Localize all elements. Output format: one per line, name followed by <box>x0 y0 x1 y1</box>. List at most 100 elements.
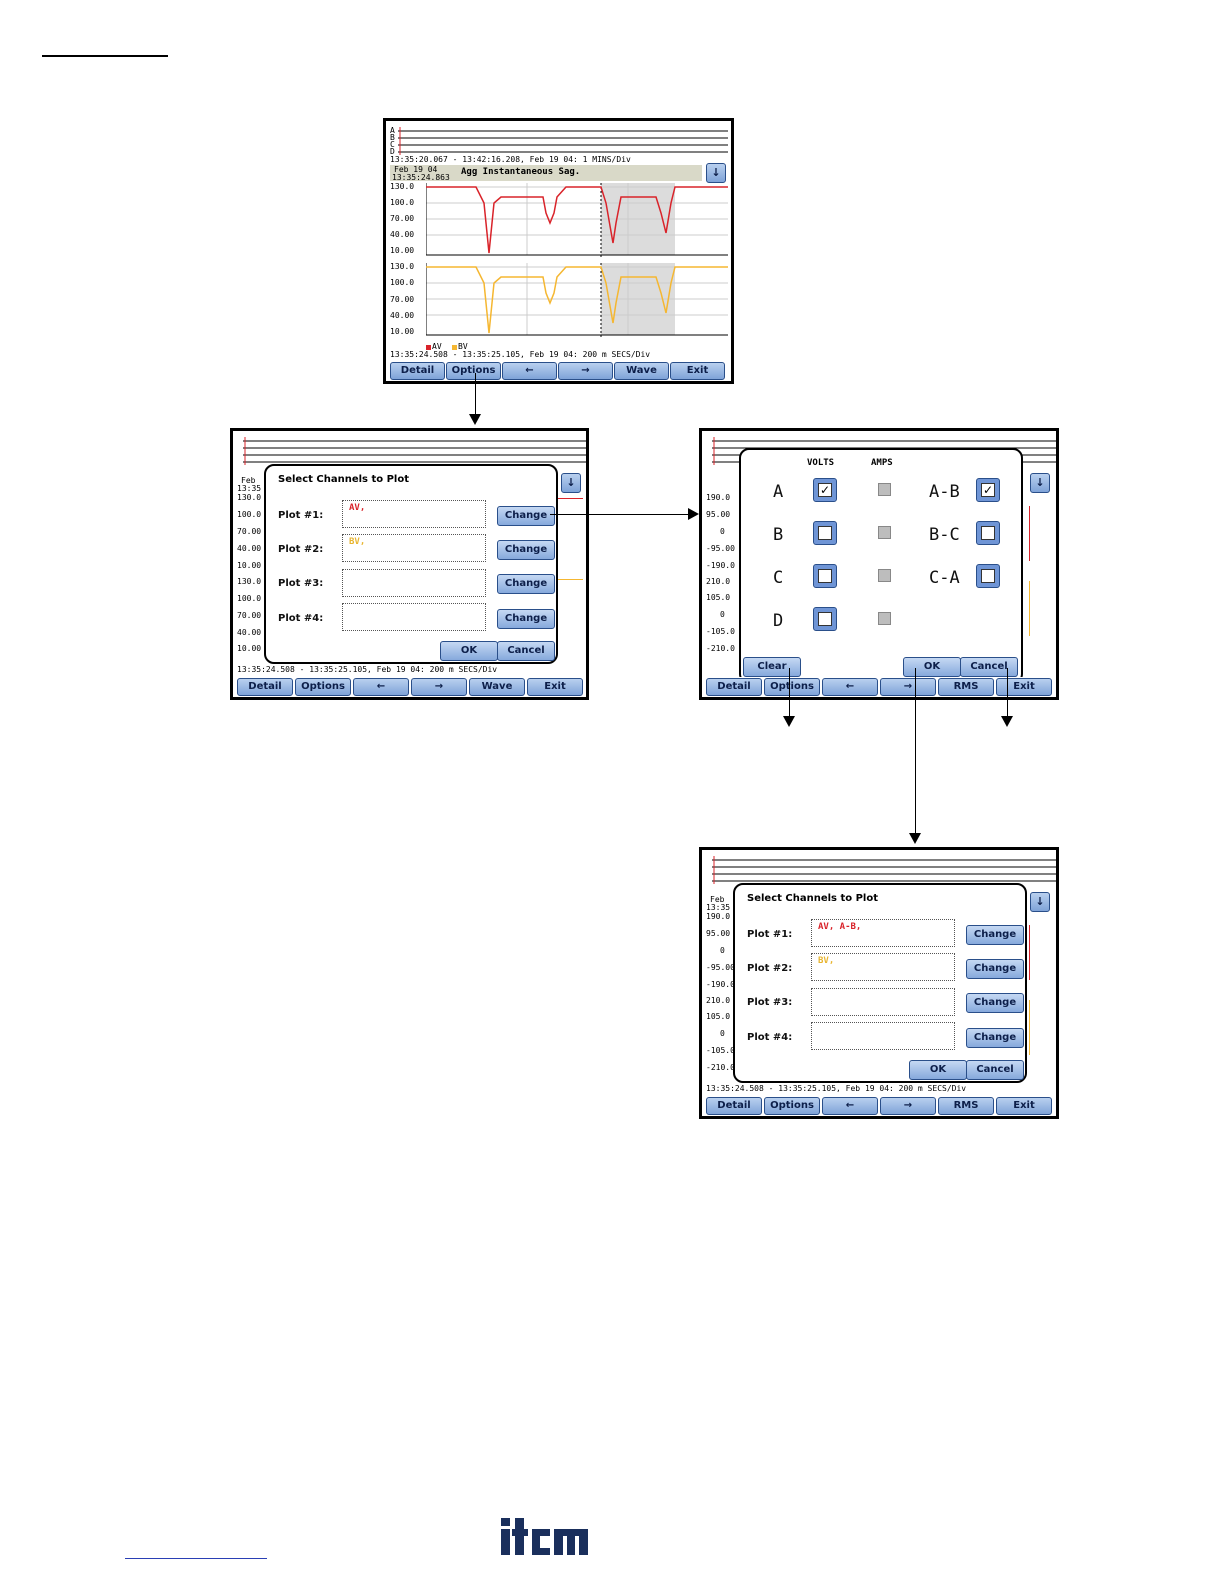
plot-1-field[interactable]: AV, <box>342 500 486 528</box>
ok-button[interactable]: OK <box>440 641 498 661</box>
detail-button[interactable]: Detail <box>706 1097 762 1115</box>
plot-4-change-button[interactable]: Change <box>497 609 555 629</box>
detail-button[interactable]: Detail <box>706 678 762 696</box>
rms-button[interactable]: RMS <box>938 1097 994 1115</box>
wave-button[interactable]: Wave <box>614 362 669 380</box>
channel-bc-label: B-C <box>929 525 960 545</box>
exit-button[interactable]: Exit <box>996 678 1052 696</box>
channel-label-b: B <box>390 133 395 142</box>
flow-arrow-change <box>550 514 690 515</box>
left-arrow-button[interactable]: ← <box>822 678 878 696</box>
plot-2-change-button[interactable]: Change <box>966 959 1024 979</box>
bg-y-label: 210.0 <box>706 577 731 586</box>
bg-y-label: -190.0 <box>706 561 735 570</box>
plot-3-label: Plot #3: <box>278 578 324 589</box>
event-banner <box>390 165 702 181</box>
cancel-button[interactable]: Cancel <box>497 641 555 661</box>
right-arrow-button[interactable]: → <box>880 1097 936 1115</box>
plot-3-field[interactable] <box>811 988 955 1016</box>
channel-ab-checkbox[interactable]: ✓ <box>976 478 1000 502</box>
scroll-down-button[interactable]: ↓ <box>1030 892 1050 912</box>
y-label: 40.00 <box>390 311 415 320</box>
y-label: 10.00 <box>390 327 415 336</box>
bg-trace <box>558 579 583 580</box>
plot-1-change-button[interactable]: Change <box>966 925 1024 945</box>
scroll-down-button[interactable]: ↓ <box>1030 473 1050 493</box>
left-arrow-button[interactable]: ← <box>502 362 557 380</box>
plot-4-field[interactable] <box>811 1022 955 1050</box>
bottom-time-range: 13:35:24.508 - 13:35:25.105, Feb 19 04: … <box>390 350 651 359</box>
cancel-button[interactable]: Cancel <box>966 1060 1024 1080</box>
header-rule <box>42 55 168 57</box>
channel-b-volts-checkbox[interactable] <box>813 521 837 545</box>
right-arrow-button[interactable]: → <box>558 362 613 380</box>
plot-4-change-button[interactable]: Change <box>966 1028 1024 1048</box>
ok-button[interactable]: OK <box>903 657 961 677</box>
right-arrow-button[interactable]: → <box>880 678 936 696</box>
options-button[interactable]: Options <box>295 678 351 696</box>
legend-label-av: AV <box>432 342 442 351</box>
y-label: 130.0 <box>390 182 415 191</box>
plot-3-change-button[interactable]: Change <box>966 993 1024 1013</box>
plot-1-field[interactable]: AV, A-B, <box>811 919 955 947</box>
plot-1-label: Plot #1: <box>278 510 324 521</box>
channel-bc-checkbox[interactable] <box>976 521 1000 545</box>
plot-2-field[interactable]: BV, <box>811 953 955 981</box>
channel-c-amps-checkbox <box>878 569 891 582</box>
plot-3-field[interactable] <box>342 569 486 597</box>
plot-2-change-button[interactable]: Change <box>497 540 555 560</box>
channel-b-label: B <box>773 525 784 545</box>
right-arrow-button[interactable]: → <box>411 678 467 696</box>
clear-button[interactable]: Clear <box>743 657 801 677</box>
plot-1-value: AV, <box>349 503 366 513</box>
bg-y-label: 130.0 <box>237 493 262 502</box>
channel-a-volts-checkbox[interactable]: ✓ <box>813 478 837 502</box>
cancel-button[interactable]: Cancel <box>960 657 1018 677</box>
channel-ca-checkbox[interactable] <box>976 564 1000 588</box>
exit-button[interactable]: Exit <box>996 1097 1052 1115</box>
select-channels-dialog: Select Channels to Plot Plot #1: AV, Cha… <box>264 464 558 664</box>
options-button[interactable]: Options <box>764 678 820 696</box>
flow-arrow-options <box>475 373 476 417</box>
screen-select-channels: Feb 13:35 130.0 100.0 70.00 40.00 10.00 … <box>230 428 589 700</box>
legend-swatch-bv <box>452 345 457 350</box>
left-arrow-button[interactable]: ← <box>822 1097 878 1115</box>
rms-button[interactable]: RMS <box>938 678 994 696</box>
detail-button[interactable]: Detail <box>237 678 293 696</box>
event-date: Feb 19 04 <box>394 165 438 174</box>
bg-y-label: 40.00 <box>237 628 262 637</box>
bg-y-label: 40.00 <box>237 544 262 553</box>
channel-c-volts-checkbox[interactable] <box>813 564 837 588</box>
ok-button[interactable]: OK <box>909 1060 967 1080</box>
bg-date: Feb <box>241 476 256 485</box>
bg-y-label: 95.00 <box>706 510 731 519</box>
exit-button[interactable]: Exit <box>527 678 583 696</box>
volts-header: VOLTS <box>807 458 835 468</box>
plot-4-field[interactable] <box>342 603 486 631</box>
wave-button[interactable]: Wave <box>469 678 525 696</box>
plot-2-label: Plot #2: <box>747 963 793 974</box>
plot-3-label: Plot #3: <box>747 997 793 1008</box>
plot-4-label: Plot #4: <box>278 613 324 624</box>
plot-2-field[interactable]: BV, <box>342 534 486 562</box>
plot-2-value: BV, <box>349 537 366 547</box>
scroll-down-button[interactable]: ↓ <box>706 163 726 183</box>
scroll-down-button[interactable]: ↓ <box>561 473 581 493</box>
options-button[interactable]: Options <box>764 1097 820 1115</box>
left-arrow-button[interactable]: ← <box>353 678 409 696</box>
bg-y-label: 190.0 <box>706 493 731 502</box>
plot-3-change-button[interactable]: Change <box>497 574 555 594</box>
options-button[interactable]: Options <box>446 362 501 380</box>
bottom-time-range: 13:35:24.508 - 13:35:25.105, Feb 19 04: … <box>706 1084 967 1093</box>
screen-select-channels-updated: Feb 13:35 190.0 95.00 0 -95.00 -190.0 21… <box>699 847 1059 1119</box>
screen-event-graph: A B C D 13:35:20.067 - 13:42:16.208, Feb… <box>383 118 734 384</box>
exit-button[interactable]: Exit <box>670 362 725 380</box>
bg-trace <box>1029 581 1030 636</box>
bg-y-label: -210.0 <box>706 1063 735 1072</box>
channel-d-volts-checkbox[interactable] <box>813 607 837 631</box>
plot-1-change-button[interactable]: Change <box>497 506 555 526</box>
channel-d-label: D <box>773 611 784 631</box>
detail-button[interactable]: Detail <box>390 362 445 380</box>
bg-y-label: 0 <box>720 527 725 536</box>
softkey-bar: Detail Options ← → Wave Exit <box>386 361 731 381</box>
